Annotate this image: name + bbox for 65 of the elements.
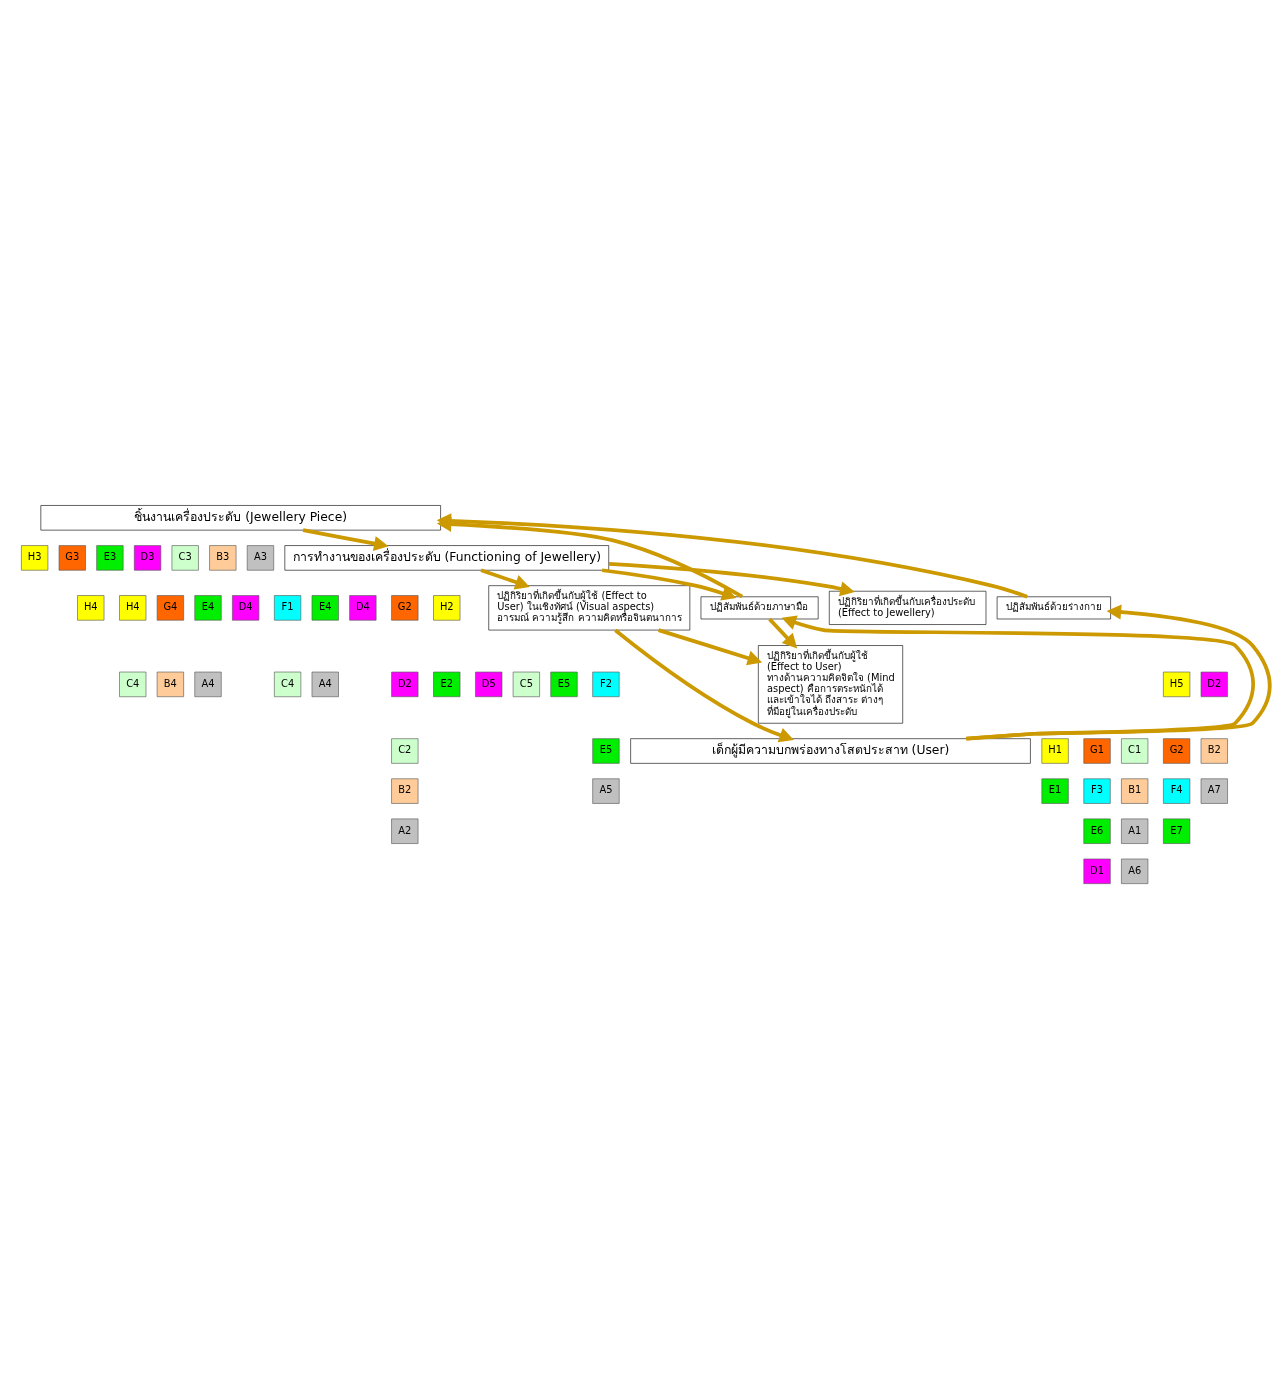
- node-box: ปฏิกิริยาที่เกิดขึ้นกับผู้ใช้ (Effect to User) ทางด้านความคิดจิตใจ (Mind aspect) คือการตระหนักได้ และเข้าใจได้ ถึงสาระ ต่างๆ ที่มีอยู่ในเครื่องประดับ: [758, 644, 903, 724]
- node-box: A2: [391, 818, 419, 844]
- node-box: E5: [550, 671, 578, 697]
- node-box: การทำงานของเครื่องประดับ (Functioning of Jewellery): [284, 544, 610, 571]
- arrow: [608, 561, 855, 596]
- node-box: B4: [156, 671, 184, 697]
- node-box: F2: [592, 671, 620, 697]
- arrow: [768, 617, 798, 648]
- node-box: E2: [433, 671, 461, 697]
- node-box: C4: [274, 671, 302, 697]
- arrow: [614, 628, 794, 742]
- node-box: B1: [1121, 777, 1149, 804]
- node-box: D2: [391, 671, 419, 697]
- node-box: C4: [119, 671, 147, 697]
- node-box: D3: [134, 544, 162, 571]
- node-box: D5: [475, 671, 503, 697]
- node-box: G2: [391, 594, 419, 621]
- node-box: H3: [21, 544, 49, 571]
- node-box: ปฏิสัมพันธ์ด้วยภาษามือ: [700, 595, 819, 619]
- node-box: F1: [274, 594, 302, 621]
- node-box: A1: [1121, 818, 1149, 844]
- node-box: G3: [58, 544, 86, 571]
- node-box: A4: [311, 671, 339, 697]
- node-box: C5: [512, 671, 540, 697]
- node-box: F4: [1163, 777, 1191, 804]
- node-box: D4: [232, 594, 260, 621]
- node-box: H2: [433, 594, 461, 621]
- arrow: [658, 627, 763, 665]
- node-box: H4: [119, 594, 147, 621]
- node-box: A3: [246, 544, 275, 571]
- node-box: E7: [1163, 818, 1191, 844]
- node-box: D1: [1083, 858, 1111, 884]
- node-box: A7: [1200, 777, 1228, 804]
- node-box: E4: [311, 594, 339, 621]
- node-box: A5: [592, 777, 620, 804]
- node-box: B2: [1200, 737, 1228, 764]
- node-box: F3: [1083, 777, 1111, 804]
- node-box: เด็กผู้มีความบกพร่องทางโสตประสาท (User): [630, 737, 1031, 764]
- node-box: A6: [1121, 858, 1149, 884]
- node-box: E5: [592, 737, 620, 764]
- node-box: D4: [349, 594, 377, 621]
- node-box: H4: [77, 594, 105, 621]
- node-box: E3: [96, 544, 124, 571]
- node-box: E6: [1083, 818, 1111, 844]
- node-box: ปฏิกิริยาที่เกิดขึ้นกับผู้ใช้ (Effect to User) ในเชิงทัศน์ (Visual aspects) อารมณ์ ความรู้สึก ความคิดหรือจินตนาการ: [488, 584, 691, 630]
- node-box: A4: [194, 671, 222, 697]
- node-box: B2: [391, 777, 419, 804]
- node-box: ปฏิสัมพันธ์ด้วยร่างกาย: [996, 595, 1111, 619]
- node-box: H1: [1041, 737, 1069, 764]
- node-box: B3: [209, 544, 237, 571]
- arrow: [781, 614, 1255, 740]
- arrow: [601, 567, 737, 600]
- node-box: G1: [1083, 737, 1111, 764]
- node-box: C1: [1121, 737, 1149, 764]
- node-box: C3: [171, 544, 199, 571]
- node-box: G2: [1163, 737, 1191, 764]
- node-box: G4: [156, 594, 184, 621]
- node-box: E4: [194, 594, 222, 621]
- node-box: H5: [1163, 671, 1191, 697]
- node-box: ชิ้นงานเครื่องประดับ (Jewellery Piece): [40, 504, 441, 530]
- arrow: [965, 603, 1272, 741]
- node-box: E1: [1041, 777, 1069, 804]
- node-box: ปฏิกิริยาที่เกิดขึ้นกับเครื่องประดับ (Effect to Jewellery): [829, 590, 987, 625]
- node-box: C2: [391, 737, 419, 764]
- node-box: D2: [1200, 671, 1228, 697]
